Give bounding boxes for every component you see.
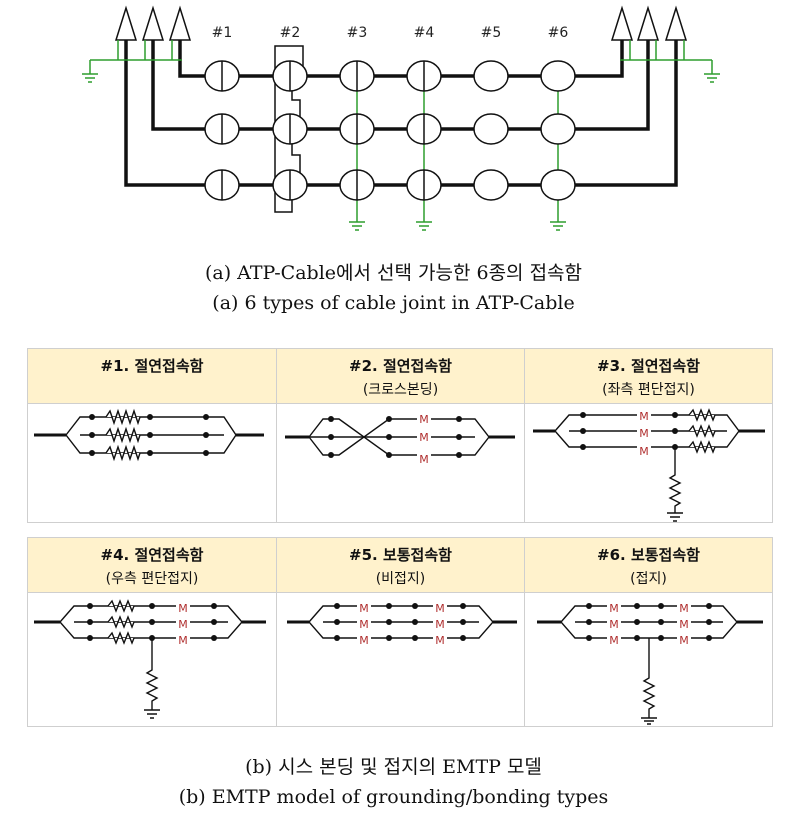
module-label: M: [419, 413, 429, 426]
joint-label-4: #4: [414, 25, 435, 41]
module-label: M: [609, 634, 619, 647]
joint-title-4: #4. 절연접속함: [100, 546, 204, 564]
joint-model-4: #4. 절연접속함 (우측 편단접지) M M M: [28, 538, 276, 726]
joint-model-3-schematic: M M M: [533, 408, 765, 522]
joint-label-1: #1: [212, 25, 233, 41]
joint-model-6: #6. 보통접속함 (접지) M M M M M: [524, 538, 772, 726]
joint-model-3: #3. 절연접속함 (좌측 편단접지) M M M: [524, 349, 772, 522]
caption-b-korean: (b) 시스 본딩 및 접지의 EMTP 모델: [245, 756, 542, 778]
cable-lines: [124, 40, 678, 187]
joint-subtitle-5: (비접지): [375, 571, 426, 587]
joint-symbols: [204, 60, 576, 201]
joint-header-2: #2. 절연접속함 (크로스본딩): [277, 349, 524, 404]
terminal-arrows: [114, 5, 688, 41]
joint-model-4-schematic: M M M: [34, 599, 266, 719]
joint-header-5: #5. 보통접속함 (비접지): [277, 538, 524, 593]
module-label: M: [359, 634, 369, 647]
terminal-arrow-icon: [610, 5, 634, 41]
joint-label-2: #2: [280, 25, 301, 41]
module-label: M: [178, 634, 188, 647]
caption-a-english: (a) 6 types of cable joint in ATP-Cable: [212, 292, 575, 314]
cable-joint-diagram: #1 #2 #3 #4 #5 #6: [82, 5, 720, 231]
joint-label-3: #3: [347, 25, 368, 41]
joint-title-6: #6. 보통접속함: [597, 546, 700, 564]
module-label: M: [639, 427, 649, 440]
terminal-arrow-icon: [168, 5, 192, 41]
joint-subtitle-6: (접지): [630, 571, 667, 587]
module-label: M: [419, 453, 429, 466]
caption-b-english: (b) EMTP model of grounding/bonding type…: [178, 786, 609, 808]
joint-title-1: #1. 절연접속함: [100, 357, 204, 375]
module-label: M: [639, 410, 649, 423]
joint-labels: #1 #2 #3 #4 #5 #6: [212, 25, 569, 41]
module-label: M: [419, 431, 429, 444]
joint-title-2: #2. 절연접속함: [349, 357, 452, 375]
joint-subtitle-2: (크로스본딩): [362, 382, 439, 398]
joint-model-2-schematic: M M M: [285, 413, 515, 466]
module-label: M: [609, 602, 619, 615]
ground-wires: [82, 40, 720, 231]
terminal-arrow-icon: [636, 5, 660, 41]
joint-subtitle-3: (좌측 편단접지): [602, 382, 695, 398]
module-label: M: [679, 618, 689, 631]
module-label: M: [359, 602, 369, 615]
joint-header-4: #4. 절연접속함 (우측 편단접지): [28, 538, 276, 593]
joint-title-5: #5. 보통접속함: [349, 546, 452, 564]
joint-model-5-schematic: M M M M M M: [287, 600, 517, 647]
joint-label-6: #6: [548, 25, 569, 41]
joint-subtitle-4: (우측 편단접지): [105, 571, 199, 587]
joint-header-6: #6. 보통접속함 (접지): [525, 538, 772, 593]
joint-model-1-schematic: [34, 408, 264, 462]
module-label: M: [679, 634, 689, 647]
module-label: M: [435, 634, 445, 647]
joint-model-panel-1: #1. 절연접속함 #2. 절연접속함 (크로스본딩): [27, 348, 773, 523]
terminal-arrow-icon: [141, 5, 165, 41]
joint-model-6-schematic: M M M M M M: [537, 600, 763, 725]
module-label: M: [435, 602, 445, 615]
joint-model-panel-2: #4. 절연접속함 (우측 편단접지) M M M: [27, 537, 773, 727]
joint-model-1: #1. 절연접속함: [28, 349, 276, 522]
module-label: M: [679, 602, 689, 615]
caption-a-korean: (a) ATP-Cable에서 선택 가능한 6종의 접속함: [204, 262, 583, 284]
module-label: M: [178, 618, 188, 631]
joint-model-5: #5. 보통접속함 (비접지) M M M M M M: [276, 538, 524, 726]
joint-header-1: #1. 절연접속함: [28, 349, 276, 404]
joint-model-2: #2. 절연접속함 (크로스본딩) M M M: [276, 349, 524, 522]
module-label: M: [639, 445, 649, 458]
module-label: M: [359, 618, 369, 631]
joint-label-5: #5: [481, 25, 502, 41]
joint-header-3: #3. 절연접속함 (좌측 편단접지): [525, 349, 772, 404]
module-label: M: [435, 618, 445, 631]
joint-title-3: #3. 절연접속함: [597, 357, 700, 375]
module-label: M: [178, 602, 188, 615]
terminal-arrow-icon: [114, 5, 138, 41]
module-label: M: [609, 618, 619, 631]
terminal-arrow-icon: [664, 5, 688, 41]
